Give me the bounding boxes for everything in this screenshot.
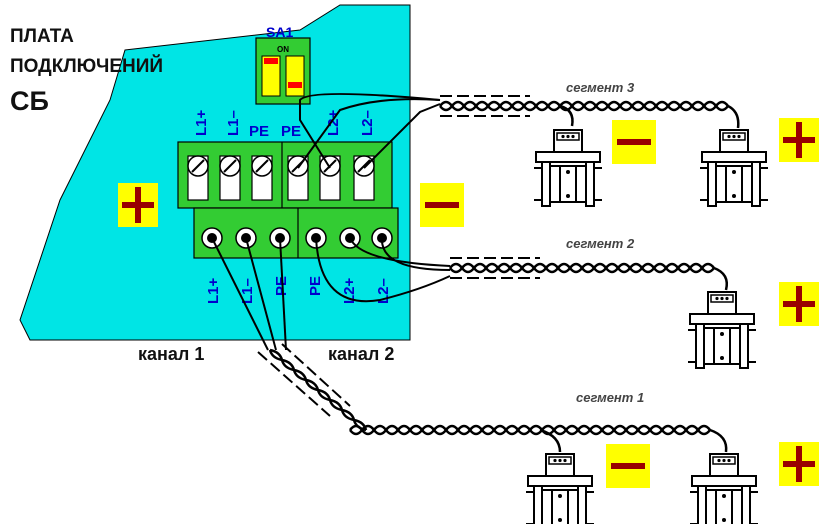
lower-label-pe2: PE bbox=[307, 276, 324, 296]
board-title-line1: ПЛАТА bbox=[10, 26, 74, 47]
segment3-label: сегмент 3 bbox=[566, 80, 635, 95]
board-plus-icon bbox=[118, 183, 158, 227]
segment1-wires bbox=[211, 237, 287, 351]
lower-terminal-block bbox=[193, 207, 399, 259]
switch-sa1[interactable] bbox=[255, 37, 311, 105]
segment2-wires bbox=[315, 237, 451, 303]
segment3-cable bbox=[439, 95, 740, 129]
channel2-label: канал 2 bbox=[328, 344, 394, 364]
board-minus-icon bbox=[420, 183, 464, 227]
upper-label-l2plus: L2+ bbox=[325, 109, 342, 136]
segment1-label: сегмент 1 bbox=[576, 390, 644, 405]
seg3-plus-icon bbox=[779, 118, 819, 162]
lower-label-pe1: PE bbox=[273, 276, 290, 296]
upper-label-pe1: PE bbox=[249, 123, 269, 140]
upper-label-l1minus: L1– bbox=[225, 110, 242, 136]
segment2-cable bbox=[449, 257, 728, 291]
board-title-line2: ПОДКЛЮЧЕНИЙ bbox=[10, 56, 164, 77]
field-device-icon bbox=[699, 129, 769, 207]
lower-label-l1minus: L1– bbox=[239, 278, 256, 304]
upper-label-l2minus: L2– bbox=[359, 110, 376, 136]
seg1-plus-icon bbox=[779, 442, 819, 486]
segment2-label: сегмент 2 bbox=[566, 236, 635, 251]
seg3-minus-icon bbox=[612, 120, 656, 164]
lower-label-l1plus: L1+ bbox=[205, 277, 222, 304]
seg2-plus-icon bbox=[779, 282, 819, 326]
upper-label-pe2: PE bbox=[281, 123, 301, 140]
channel1-label: канал 1 bbox=[138, 344, 204, 364]
board-title-line3: СБ bbox=[10, 86, 49, 116]
field-device-icon bbox=[533, 129, 603, 207]
switch-on-label: ON bbox=[277, 45, 289, 54]
segment3-wires bbox=[297, 93, 441, 169]
field-device-icon bbox=[525, 453, 595, 524]
seg1-minus-icon bbox=[606, 444, 650, 488]
field-device-icon bbox=[689, 453, 759, 524]
field-device-icon bbox=[687, 291, 757, 369]
switch-label: SA1 bbox=[266, 24, 293, 40]
upper-label-l1plus: L1+ bbox=[193, 109, 210, 136]
segment1-cable bbox=[257, 343, 728, 453]
